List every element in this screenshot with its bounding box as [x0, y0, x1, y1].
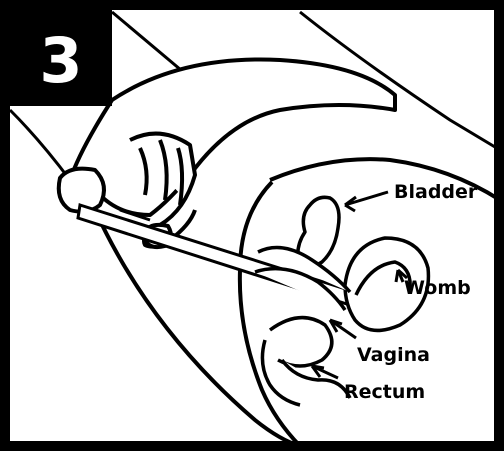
step-number: 3: [39, 24, 82, 97]
label-bladder: Bladder: [394, 181, 478, 203]
label-womb: Womb: [404, 277, 471, 299]
rectum-shape: [270, 318, 332, 366]
label-rectum: Rectum: [344, 381, 425, 403]
step-badge: 3: [10, 10, 112, 106]
label-vagina: Vagina: [357, 344, 430, 366]
